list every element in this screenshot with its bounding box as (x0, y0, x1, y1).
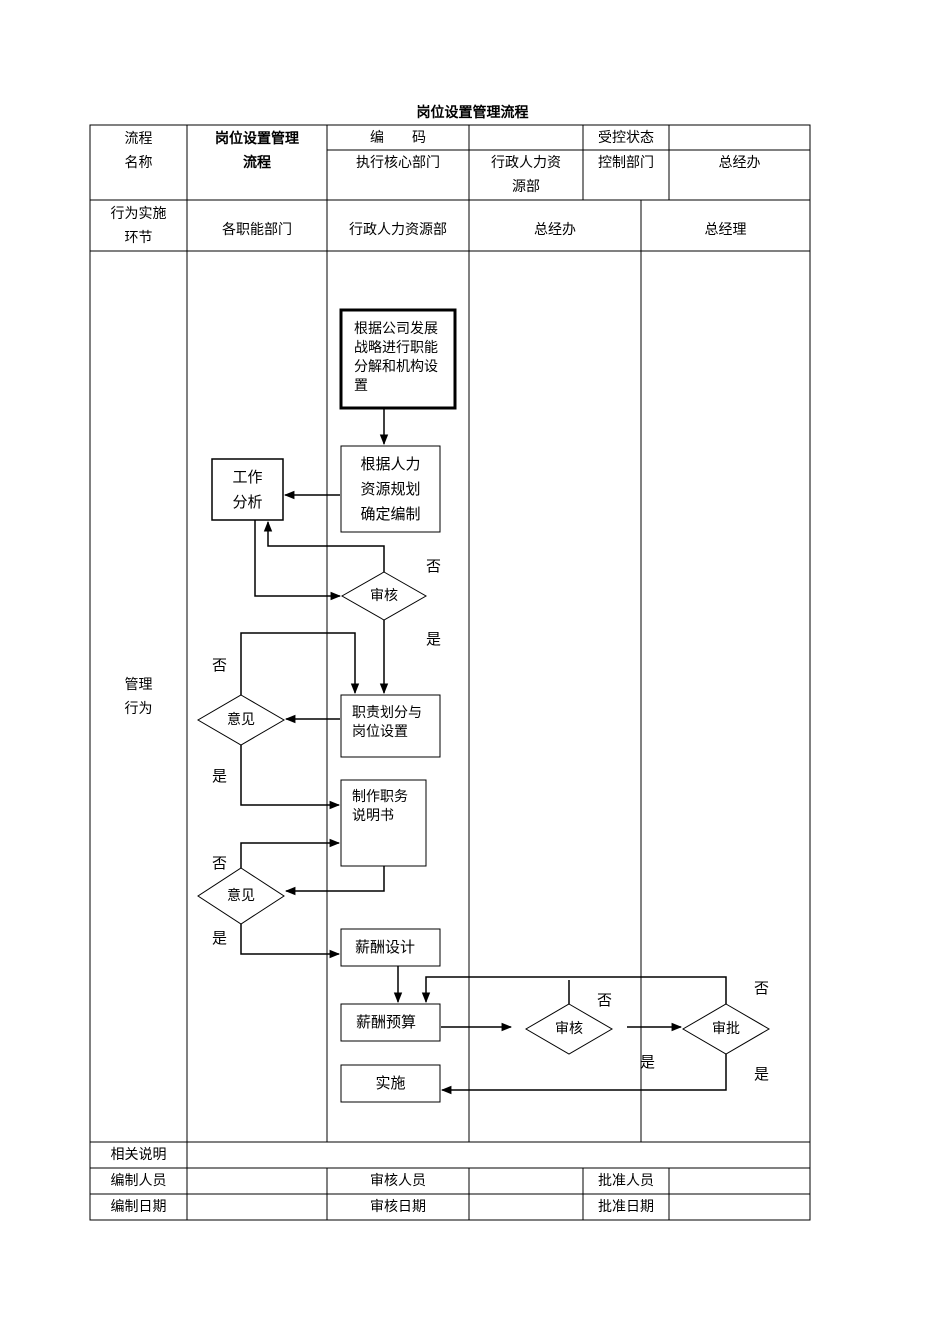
lane-gm-office: 总经办 (534, 222, 576, 238)
node-duty (340, 694, 441, 758)
node-job-desc-text: 制作职务 说明书 (352, 789, 408, 824)
exec-dept-value: 行政人力资 源部 (491, 155, 561, 195)
label-yes-review-2: 是 (640, 1053, 656, 1071)
management-label: 管理 行为 (124, 677, 153, 717)
label-no-review-1: 否 (426, 557, 442, 575)
process-name-label: 流程 名称 (124, 131, 153, 171)
node-strategy-text: 根据公司发展 战略进行职能 分解和机构设 置 (354, 321, 438, 394)
label-no-approve: 否 (754, 979, 770, 997)
label-no-review-2: 否 (597, 991, 613, 1009)
node-implement (340, 1064, 441, 1103)
lane-functional-depts: 各职能部门 (222, 222, 292, 238)
node-salary-design (340, 928, 441, 967)
label-no-opinion-1: 否 (212, 656, 228, 674)
diamond-review-2 (525, 1003, 613, 1055)
control-dept-label: 控制部门 (598, 155, 654, 171)
node-salary-budget (340, 1003, 441, 1042)
label-yes-opinion-1: 是 (212, 767, 228, 785)
lane-hr-dept: 行政人力资源部 (349, 222, 447, 238)
review-date-label: 审核日期 (370, 1199, 426, 1215)
prepared-date-label: 编制日期 (110, 1199, 167, 1215)
approver-label: 批准人员 (598, 1173, 654, 1189)
diamond-opinion-2-text: 意见 (227, 888, 255, 904)
notes-label: 相关说明 (110, 1147, 167, 1163)
node-job-analysis-text: 工作 分析 (232, 468, 263, 511)
diamond-review-2-text: 审核 (555, 1021, 583, 1037)
lanes-label: 行为实施 环节 (110, 206, 167, 246)
label-no-opinion-2: 否 (212, 854, 228, 872)
node-strategy (339, 308, 457, 410)
node-job-analysis (211, 458, 284, 521)
page (8, 20, 945, 1337)
diamond-opinion-1-text: 意见 (227, 712, 255, 728)
diamond-approve-text: 审批 (712, 1021, 740, 1037)
control-status-label: 受控状态 (598, 130, 654, 146)
node-headcount-text: 根据人力 资源规划 确定编制 (360, 455, 421, 523)
node-headcount (340, 445, 441, 533)
diamond-review-1-text: 审核 (370, 588, 398, 604)
exec-dept-label: 执行核心部门 (356, 155, 440, 171)
lane-general-manager: 总经理 (704, 222, 747, 238)
node-implement-text: 实施 (375, 1074, 406, 1092)
node-duty-text: 职责划分与 岗位设置 (352, 705, 422, 740)
page-title: 岗位设置管理流程 (416, 105, 529, 121)
label-yes-review-1: 是 (426, 630, 442, 648)
node-salary-budget-text: 薪酬预算 (355, 1013, 416, 1031)
control-dept-value: 总经办 (718, 155, 761, 171)
label-yes-approve: 是 (754, 1065, 770, 1083)
approval-date-label: 批准日期 (598, 1199, 654, 1215)
label-yes-opinion-2: 是 (212, 929, 228, 947)
code-label: 编 码 (370, 130, 426, 146)
reviewer-label: 审核人员 (370, 1173, 426, 1189)
process-name-value: 岗位设置管理 流程 (215, 131, 299, 171)
node-salary-design-text: 薪酬设计 (354, 938, 415, 956)
node-job-desc (340, 779, 427, 867)
prepared-by-label: 编制人员 (110, 1173, 167, 1189)
